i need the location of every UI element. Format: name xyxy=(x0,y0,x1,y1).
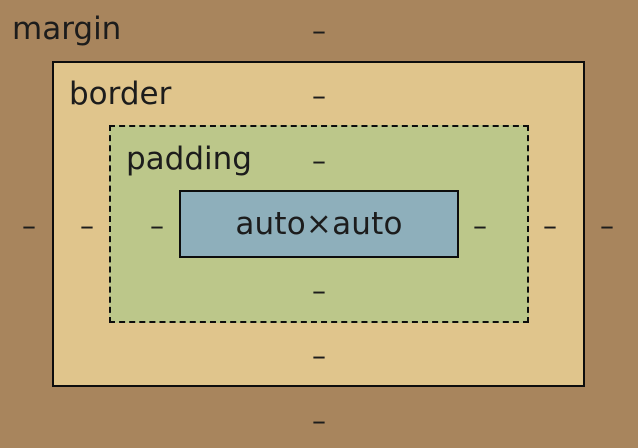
border-right-value[interactable]: – xyxy=(543,209,557,242)
margin-bottom-value[interactable]: – xyxy=(312,404,326,437)
padding-left-value[interactable]: – xyxy=(150,209,164,242)
margin-label: margin xyxy=(12,11,122,47)
margin-top-value[interactable]: – xyxy=(312,14,326,47)
padding-bottom-value[interactable]: – xyxy=(312,274,326,307)
content-box: auto×auto xyxy=(179,190,459,258)
padding-label: padding xyxy=(126,141,252,177)
padding-top-value[interactable]: – xyxy=(312,144,326,177)
margin-left-value[interactable]: – xyxy=(22,209,36,242)
margin-right-value[interactable]: – xyxy=(600,209,614,242)
content-size[interactable]: auto×auto xyxy=(235,205,403,242)
border-bottom-value[interactable]: – xyxy=(312,339,326,372)
border-top-value[interactable]: – xyxy=(312,79,326,112)
padding-right-value[interactable]: – xyxy=(473,209,487,242)
border-label: border xyxy=(69,76,172,112)
border-left-value[interactable]: – xyxy=(80,209,94,242)
